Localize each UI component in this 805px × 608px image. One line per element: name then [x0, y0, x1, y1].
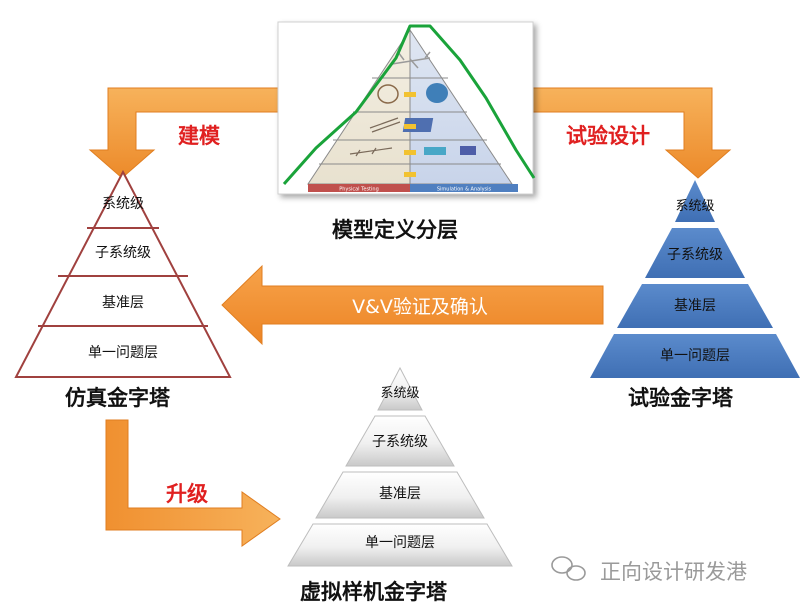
physical-testing-bar: [308, 184, 410, 192]
vv-arrow: [221, 264, 604, 346]
simulation-pyramid-caption: 仿真金字塔: [65, 386, 170, 410]
upgrade-arrow: [105, 419, 281, 547]
part-sketch-icon: [349, 147, 393, 157]
test-level-system: 系统级: [675, 199, 714, 214]
vp-level-system: 系统级: [380, 386, 419, 401]
sim-level-unit-problem: 单一问题层: [88, 345, 158, 361]
upgrade-label: 升级: [166, 482, 208, 506]
watermark-text: 正向设计研发港: [600, 560, 747, 584]
airplane-icon: [391, 51, 431, 69]
test-pyramid: 系统级 子系统级 基准层 单一问题层: [590, 180, 800, 378]
vp-level-subsystem: 子系统级: [372, 434, 428, 450]
coupon-model-icon: [460, 146, 476, 155]
cost-curve: [282, 24, 536, 185]
test-pyramid-caption: 试验金字塔: [628, 386, 733, 410]
vp-level-benchmark: 基准层: [379, 485, 421, 502]
joint-model-icon: [424, 147, 446, 155]
model-definition-caption: 模型定义分层: [332, 218, 458, 242]
test-level-benchmark: 基准层: [674, 297, 716, 314]
virtual-prototype-pyramid: 系统级 子系统级 基准层 单一问题层: [287, 366, 513, 567]
test-design-arrow: [531, 87, 732, 179]
sim-level-system: 系统级: [102, 196, 144, 212]
model-definition-pyramid: Physical Testing Simulation & Analysis: [282, 24, 536, 193]
virtual-prototype-pyramid-caption: 虚拟样机金字塔: [300, 580, 447, 604]
simulation-pyramid: 系统级 子系统级 基准层 单一问题层: [14, 169, 232, 378]
link-arrows: [404, 92, 416, 177]
test-level-unit-problem: 单一问题层: [660, 348, 730, 364]
test-design-label: 试验设计: [566, 124, 650, 148]
fuselage-section-icon: [377, 84, 399, 104]
vv-label: V&V验证及确认: [352, 296, 488, 318]
wechat-icon: [551, 556, 586, 581]
modeling-arrow: [88, 87, 281, 179]
test-level-subsystem: 子系统级: [667, 247, 723, 263]
simulation-analysis-bar: [410, 184, 518, 192]
sim-level-subsystem: 子系统级: [95, 245, 151, 261]
physical-testing-label: Physical Testing: [339, 187, 379, 193]
modeling-label: 建模: [178, 124, 220, 148]
vp-level-unit-problem: 单一问题层: [365, 535, 435, 551]
fuselage-model-icon: [426, 83, 448, 103]
simulation-analysis-label: Simulation & Analysis: [437, 187, 492, 193]
beam-sketch-icon: [369, 117, 401, 133]
sim-level-benchmark: 基准层: [102, 294, 144, 311]
